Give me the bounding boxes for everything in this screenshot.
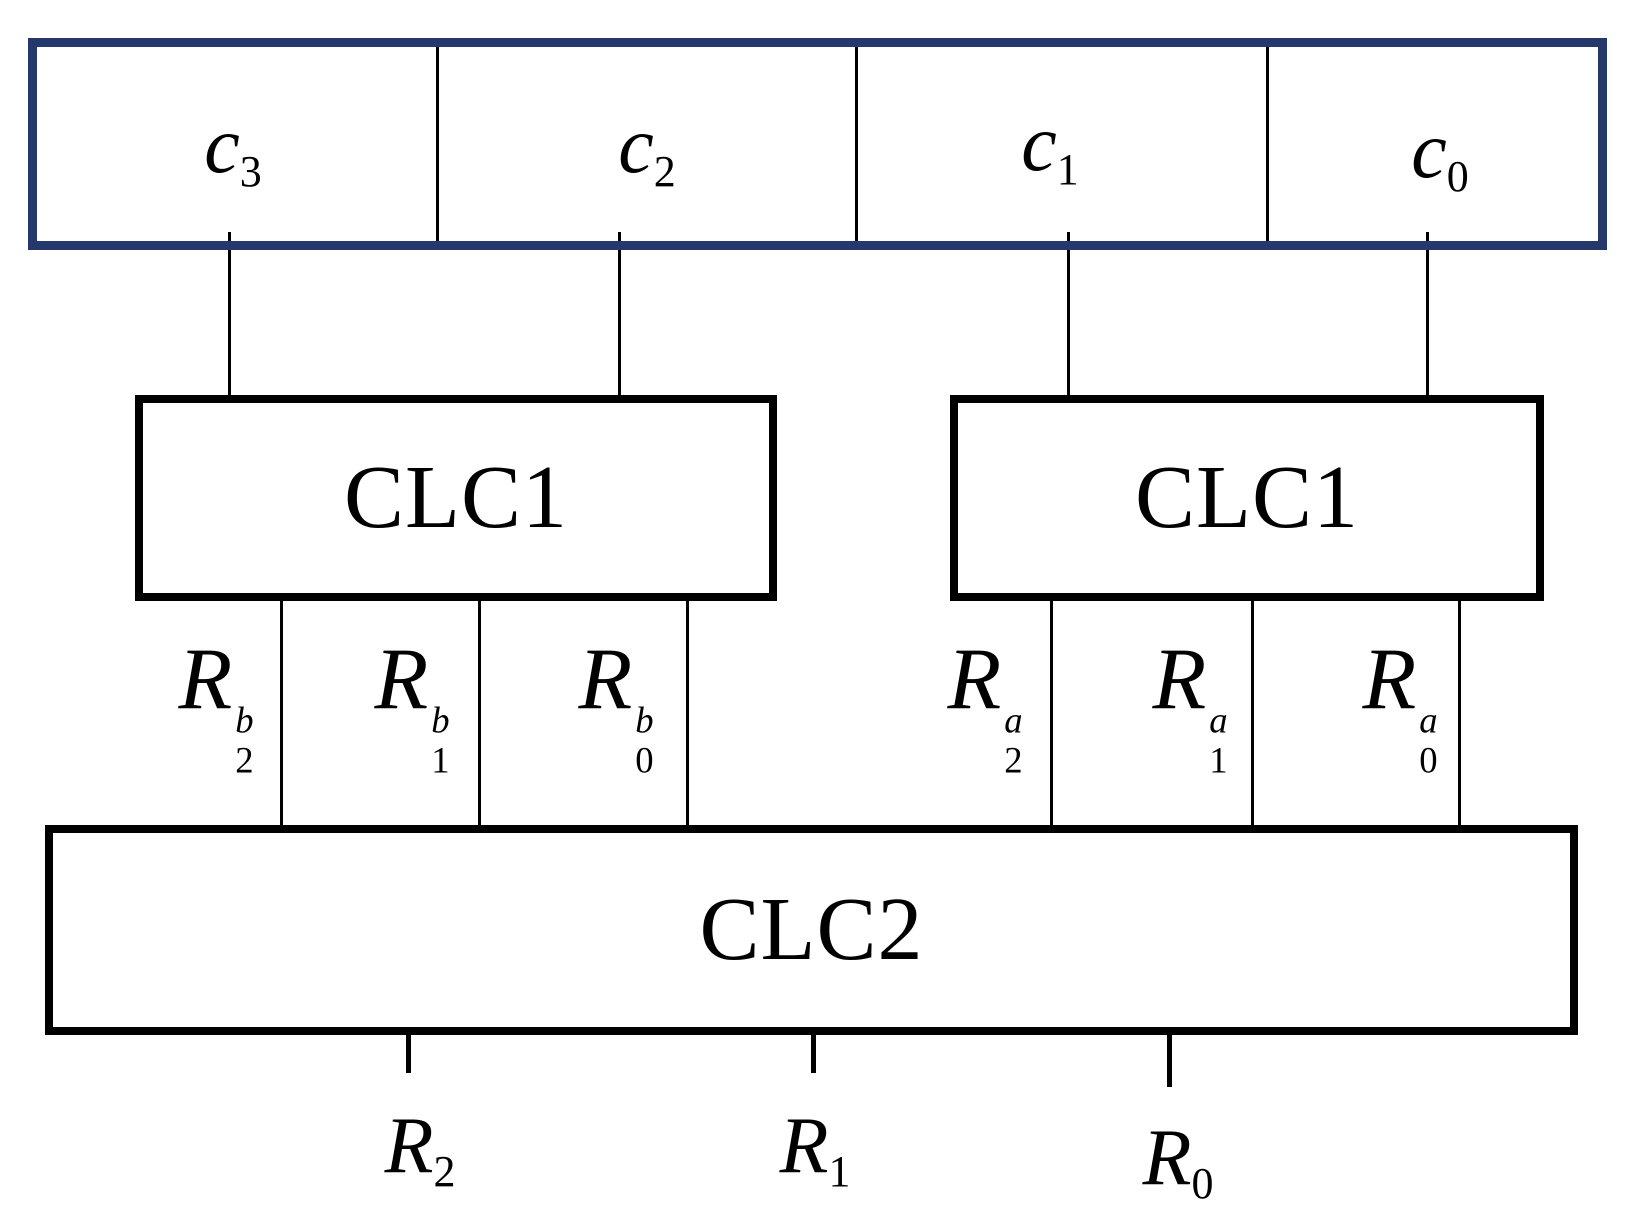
register-cell-label-c3: c3 <box>204 101 262 197</box>
register-cell-label-c1: c1 <box>1021 99 1079 195</box>
clc1-left-box: CLC1 <box>135 395 777 601</box>
output-label-r2: R2 <box>384 1101 456 1197</box>
output-stub-r2 <box>406 1033 411 1073</box>
wire-r2b-to-clc2 <box>280 599 283 829</box>
wire-c2-to-clc1-left <box>618 232 621 398</box>
output-stub-r0 <box>1167 1033 1172 1087</box>
clc2-label: CLC2 <box>699 880 924 979</box>
output-label-r0: R0 <box>1142 1113 1214 1209</box>
register-cell-label-c2: c2 <box>618 101 676 197</box>
register-cell-divider-1 <box>436 47 439 241</box>
wire-r0a-to-clc2 <box>1458 599 1461 829</box>
wire-r2a-to-clc2 <box>1050 599 1053 829</box>
register-cell-divider-2 <box>855 47 858 241</box>
output-label-r1: R1 <box>779 1101 851 1197</box>
clc1-left-label: CLC1 <box>343 448 569 547</box>
wire-r1b-to-clc2 <box>478 599 481 829</box>
wire-c0-to-clc1-right <box>1426 232 1429 398</box>
clc1-right-label: CLC1 <box>1134 448 1360 547</box>
wire-r0b-to-clc2 <box>686 599 689 829</box>
wire-c1-to-clc1-right <box>1067 232 1070 398</box>
wire-r1a-to-clc2 <box>1251 599 1254 829</box>
clc2-box: CLC2 <box>45 825 1578 1035</box>
register-cell-divider-3 <box>1266 47 1269 241</box>
wire-c3-to-clc1-left <box>228 232 231 398</box>
clc1-right-box: CLC1 <box>950 395 1544 601</box>
register-cell-label-c0: c0 <box>1411 106 1469 202</box>
bit-register <box>28 38 1607 250</box>
output-stub-r1 <box>811 1033 816 1073</box>
